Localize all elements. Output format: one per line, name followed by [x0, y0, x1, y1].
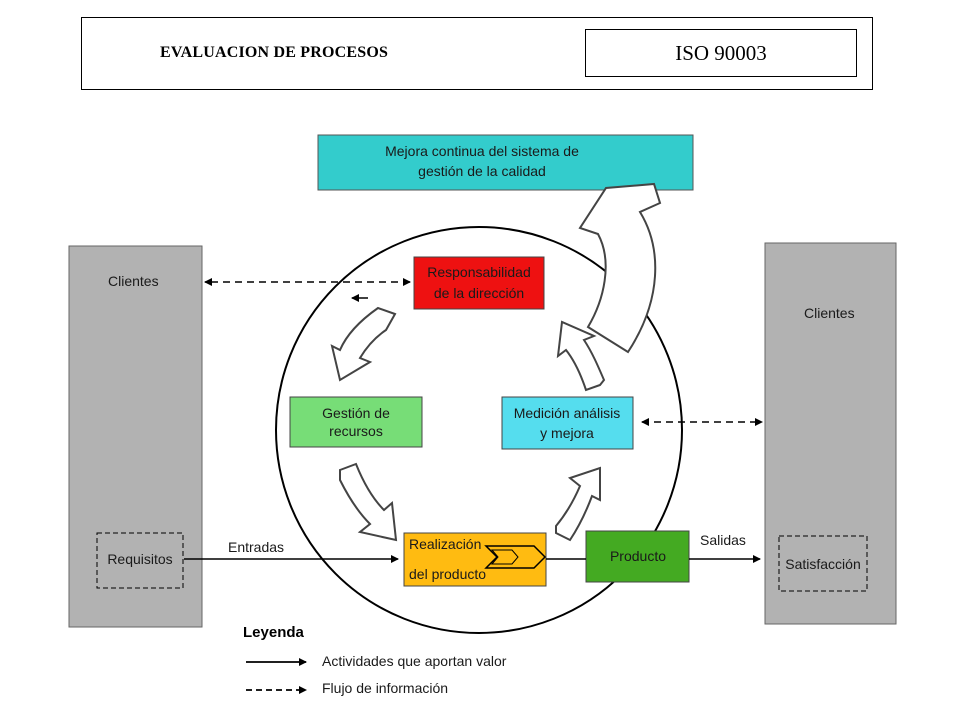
resources-line2: recursos [329, 423, 383, 439]
management-line1: Responsabilidad [427, 264, 531, 280]
clients-left-label: Clientes [108, 273, 159, 289]
management-line2: de la dirección [434, 285, 524, 301]
clients-right-label: Clientes [804, 305, 855, 321]
legend-title: Leyenda [243, 624, 305, 641]
clients-right-panel [764, 242, 897, 625]
requirements-box [96, 532, 184, 589]
satisfaction-label: Satisfacción [785, 556, 860, 572]
cycle-arrow-bottom-right [555, 466, 601, 542]
satisfaction-box [778, 535, 868, 592]
improvement-box [317, 134, 694, 191]
measurement-box [501, 396, 634, 450]
measurement-line2: y mejora [540, 425, 594, 441]
realization-line1: Realización [409, 536, 481, 552]
realization-chevron-inner [490, 549, 519, 565]
improvement-line1: Mejora continua del sistema de [385, 143, 579, 159]
resources-line1: Gestión de [322, 405, 390, 421]
resources-box [289, 396, 423, 448]
outputs-label: Salidas [700, 532, 746, 548]
cycle-arrow-bottom-left [339, 462, 398, 542]
realization-chevron-icon [484, 545, 547, 569]
management-box [413, 256, 545, 310]
product-label: Producto [610, 548, 666, 564]
improvement-arrow [578, 182, 662, 354]
cycle-arrow-top-right [556, 320, 606, 392]
legend-info-label: Flujo de información [322, 680, 448, 696]
product-box [585, 530, 690, 583]
legend-value-label: Actividades que aportan valor [322, 653, 507, 669]
page-title: EVALUACION DE PROCESOS [160, 44, 389, 61]
requirements-label: Requisitos [107, 551, 172, 567]
realization-line2: del producto [409, 566, 486, 582]
measurement-line1: Medición análisis [514, 405, 621, 421]
iso-standard-box: ISO 90003 [585, 29, 857, 77]
improvement-line2: gestión de la calidad [418, 163, 546, 179]
clients-left-panel [68, 245, 203, 628]
cycle-arrow-top-left [330, 306, 397, 382]
inputs-label: Entradas [228, 539, 284, 555]
